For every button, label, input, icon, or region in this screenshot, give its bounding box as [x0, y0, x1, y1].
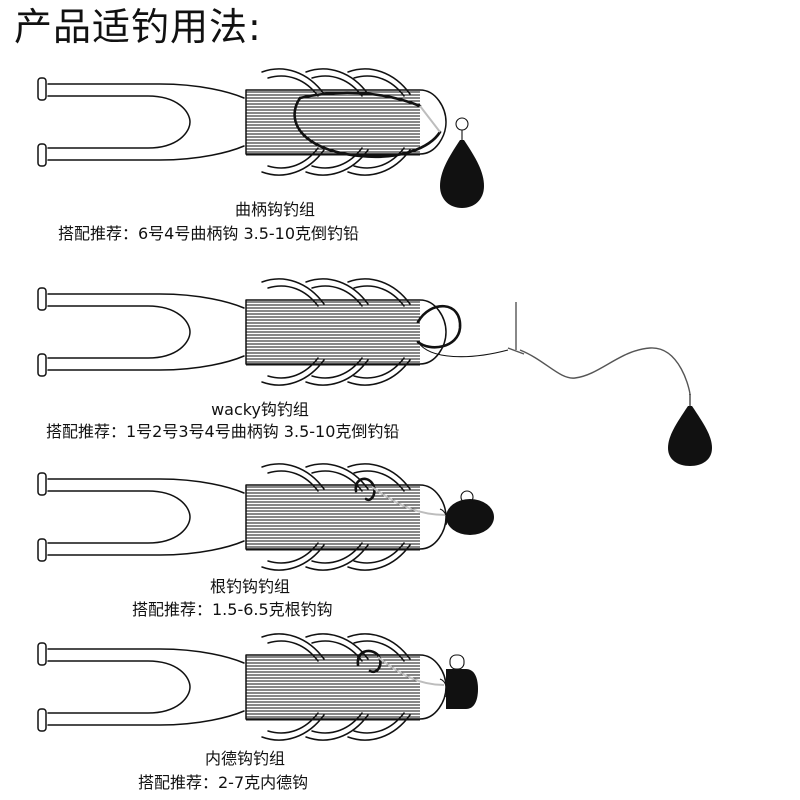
- jig-head-rig-illustration: [37, 463, 494, 571]
- bait-leg: [261, 633, 325, 660]
- bait-leg: [261, 544, 325, 571]
- bait-leg: [311, 640, 363, 662]
- bait-leg: [261, 714, 325, 741]
- bait-leg: [347, 68, 411, 95]
- bait-leg: [267, 712, 319, 734]
- offset-hook: [293, 91, 442, 159]
- bait-leg: [311, 470, 363, 492]
- bait-leg: [353, 75, 405, 97]
- bait-leg: [311, 285, 363, 307]
- bait-leg: [267, 640, 319, 662]
- bait-leg: [347, 633, 411, 660]
- bait-leg: [261, 359, 325, 386]
- ned-rig-illustration: [37, 633, 478, 741]
- bait-leg: [305, 68, 369, 95]
- jig-hook: [354, 477, 447, 516]
- soft-bait-body: [37, 68, 447, 176]
- bait-leg: [353, 640, 405, 662]
- bait-leg: [261, 149, 325, 176]
- bait-leg: [267, 470, 319, 492]
- wacky-rig-illustration: [37, 278, 712, 466]
- soft-bait-body: [37, 463, 447, 571]
- bait-leg: [353, 285, 405, 307]
- bait-leg: [311, 147, 363, 169]
- bait-tail: [47, 83, 245, 161]
- rig-name-offset-hook: 曲柄钩钓组: [234, 200, 315, 219]
- rig-recommend-wacky: 搭配推荐：1号2号3号4号曲柄钩 3.5-10克倒钓铅: [46, 422, 400, 441]
- bait-leg: [353, 542, 405, 564]
- bait-leg: [347, 714, 411, 741]
- soft-bait-body: [37, 633, 447, 741]
- ned-hook: [356, 649, 445, 686]
- rig-section-wacky: wacky钩钓组 搭配推荐：1号2号3号4号曲柄钩 3.5-10克倒钓铅: [0, 270, 800, 466]
- tail-tip: [37, 472, 47, 496]
- page-title: 产品适钓用法:: [14, 5, 262, 49]
- bait-leg: [261, 68, 325, 95]
- bait-leg: [305, 359, 369, 386]
- rig-recommend-ned: 搭配推荐：2-7克内德钩: [138, 773, 309, 792]
- rig-name-jig-head: 根钓钩钓组: [209, 577, 290, 596]
- bait-tail: [47, 478, 245, 556]
- rig-name-ned: 内德钩钓组: [204, 749, 285, 768]
- bait-leg: [261, 463, 325, 490]
- bait-leg: [353, 712, 405, 734]
- rig-recommend-offset-hook: 搭配推荐：6号4号曲柄钩 3.5-10克倒钓铅: [58, 224, 360, 243]
- tail-tip: [37, 287, 47, 311]
- bait-leg: [353, 470, 405, 492]
- offset-hook-rig-illustration: [37, 68, 484, 208]
- bait-leg: [267, 357, 319, 379]
- bait-leg: [305, 278, 369, 305]
- bait-leg: [353, 357, 405, 379]
- bait-leg: [305, 463, 369, 490]
- tail-tip: [37, 538, 47, 562]
- tail-tip: [37, 353, 47, 377]
- ned-mushroom-head: [439, 654, 478, 709]
- rig-section-jig-head: 根钓钩钓组 搭配推荐：1.5-6.5克根钓钩: [0, 455, 800, 625]
- bait-body-outline: [245, 299, 447, 365]
- bait-leg: [267, 147, 319, 169]
- bait-tail: [47, 648, 245, 726]
- tail-tip: [37, 642, 47, 666]
- rig-section-ned: 内德钩钓组 搭配推荐：2-7克内德钩: [0, 625, 800, 800]
- bait-leg: [347, 463, 411, 490]
- soft-bait-body: [37, 278, 447, 386]
- bait-leg: [311, 712, 363, 734]
- bait-leg: [305, 714, 369, 741]
- bait-leg: [261, 278, 325, 305]
- bait-leg: [305, 544, 369, 571]
- leader-line: [507, 302, 691, 396]
- bait-leg: [347, 149, 411, 176]
- bait-leg: [311, 357, 363, 379]
- rig-recommend-jig-head: 搭配推荐：1.5-6.5克根钓钩: [132, 600, 333, 619]
- bait-leg: [311, 542, 363, 564]
- bait-tail: [47, 293, 245, 371]
- drop-shot-weight: [440, 117, 484, 208]
- bait-leg: [347, 544, 411, 571]
- wacky-hook: [416, 304, 509, 358]
- bait-leg: [347, 359, 411, 386]
- bait-leg: [347, 278, 411, 305]
- tail-tip: [37, 143, 47, 167]
- round-jig-head: [439, 490, 494, 535]
- rig-name-wacky: wacky钩钓组: [211, 400, 309, 419]
- bait-body-outline: [245, 89, 447, 155]
- bait-leg: [267, 75, 319, 97]
- bait-leg: [267, 285, 319, 307]
- drop-shot-weight: [668, 394, 712, 466]
- tail-tip: [37, 77, 47, 101]
- bait-leg: [353, 147, 405, 169]
- tail-tip: [37, 708, 47, 732]
- rig-section-offset-hook: 曲柄钩钓组 搭配推荐：6号4号曲柄钩 3.5-10克倒钓铅: [0, 60, 800, 250]
- bait-leg: [267, 542, 319, 564]
